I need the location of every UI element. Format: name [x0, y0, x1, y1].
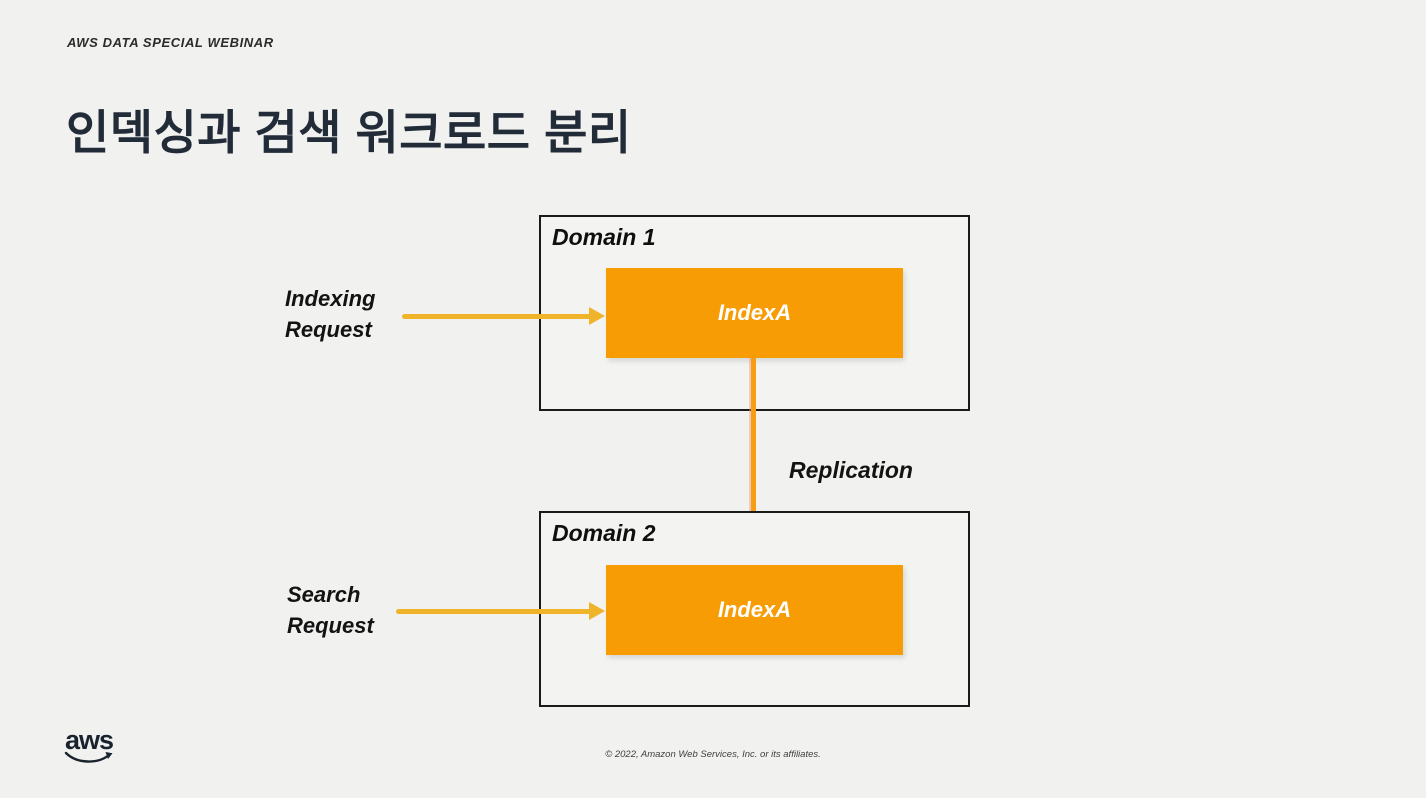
copyright-text: © 2022, Amazon Web Services, Inc. or its…: [605, 749, 821, 760]
arrow-shaft: [402, 314, 591, 319]
domain2-label: Domain 2: [552, 520, 656, 546]
search-request-label-line1: Search: [287, 582, 361, 607]
aws-smile-icon: [64, 751, 113, 763]
arrow-shaft: [396, 609, 591, 614]
arrow-head-icon: [589, 602, 605, 620]
domain2-index-box: IndexA: [606, 565, 903, 655]
eyebrow-label: AWS DATA SPECIAL WEBINAR: [67, 35, 274, 50]
search-request-label: Search Request: [287, 579, 374, 641]
aws-logo: aws: [62, 725, 116, 766]
indexing-request-arrow: [402, 307, 605, 325]
domain2-index-label: IndexA: [717, 597, 792, 622]
page-title: 인덱싱과 검색 워크로드 분리: [66, 106, 632, 159]
search-request-label-line2: Request: [287, 613, 374, 638]
indexing-request-label-line1: Indexing: [285, 286, 376, 311]
replication-label: Replication: [789, 457, 913, 483]
arrow-shaft: [751, 358, 756, 552]
domain1-index-box: IndexA: [606, 268, 903, 358]
domain1-index-label: IndexA: [717, 300, 792, 325]
arrow-head-icon: [589, 307, 605, 325]
indexing-request-label: Indexing Request: [285, 283, 375, 345]
search-request-arrow: [396, 602, 605, 620]
domain1-label: Domain 1: [552, 224, 656, 250]
aws-logo-text: aws: [64, 725, 114, 755]
indexing-request-label-line2: Request: [285, 317, 372, 342]
